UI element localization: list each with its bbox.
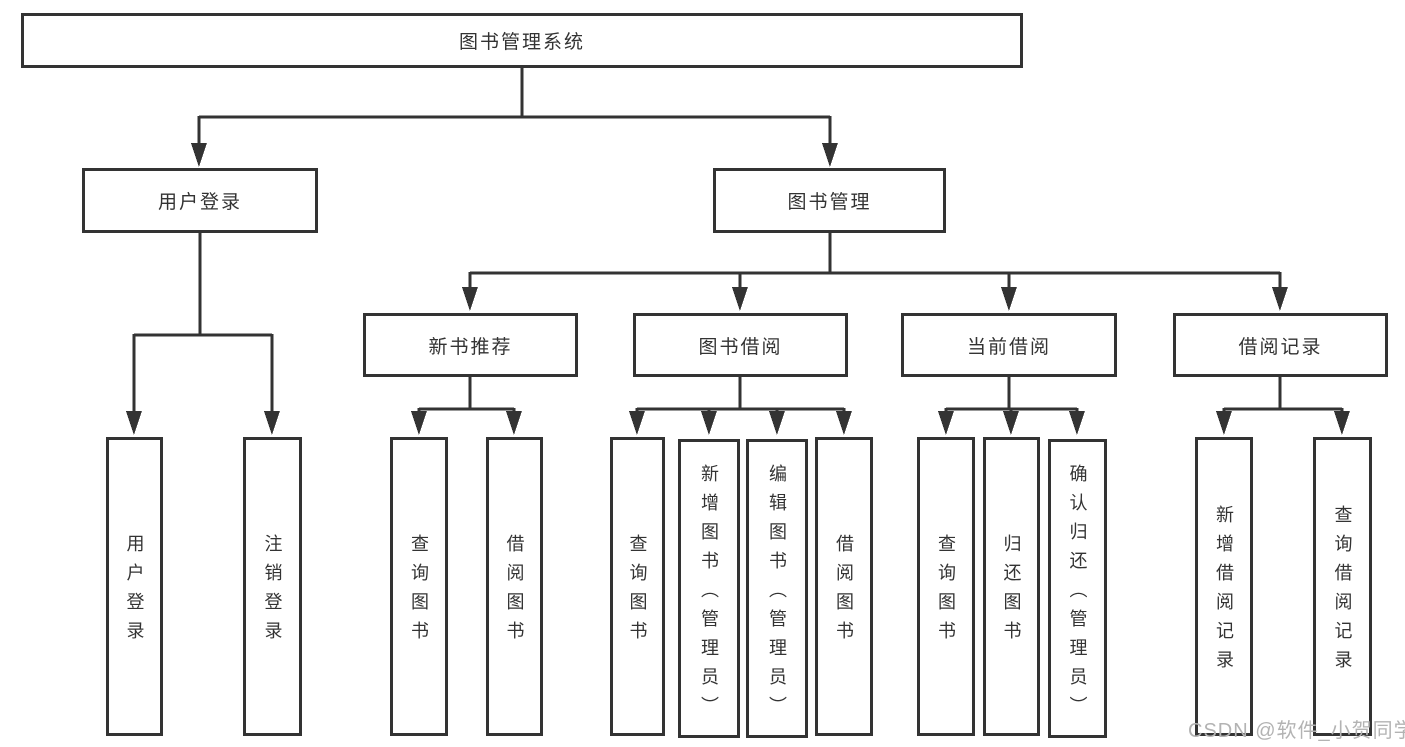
leaf-logout: 注销登录: [243, 437, 302, 736]
node-book-management: 图书管理: [713, 168, 946, 233]
leaf-edit-books-admin-label: 编辑图书（管理员）: [767, 463, 787, 725]
leaf-add-borrow-record: 新增借阅记录: [1195, 437, 1253, 736]
node-library-management-system: 图书管理系统: [21, 13, 1023, 68]
leaf-borrow-books-label: 借阅图书: [834, 534, 854, 650]
node-user-login: 用户登录: [82, 168, 318, 233]
leaf-logout-label: 注销登录: [262, 534, 283, 650]
leaf-user-login: 用户登录: [106, 437, 163, 736]
leaf-confirm-return-admin: 确认归还（管理员）: [1048, 439, 1107, 738]
leaf-borrow-books-recommend: 借阅图书: [486, 437, 543, 736]
leaf-query-books-borrow: 查询图书: [610, 437, 665, 736]
leaf-query-books-recommend-label: 查询图书: [409, 534, 429, 650]
leaf-query-books-borrow-label: 查询图书: [627, 534, 648, 650]
leaf-query-borrow-record: 查询借阅记录: [1313, 437, 1372, 736]
leaf-add-borrow-record-label: 新增借阅记录: [1214, 505, 1234, 679]
leaf-add-books-admin: 新增图书（管理员）: [678, 439, 740, 738]
node-new-book-recommend: 新书推荐: [363, 313, 578, 377]
leaf-return-books: 归还图书: [983, 437, 1040, 736]
leaf-query-books-recommend: 查询图书: [390, 437, 448, 736]
leaf-user-login-label: 用户登录: [124, 534, 145, 650]
leaf-add-books-admin-label: 新增图书（管理员）: [699, 463, 719, 725]
leaf-borrow-books: 借阅图书: [815, 437, 873, 736]
node-book-borrow: 图书借阅: [633, 313, 848, 377]
leaf-confirm-return-admin-label: 确认归还（管理员）: [1067, 463, 1088, 725]
node-borrow-records: 借阅记录: [1173, 313, 1388, 377]
leaf-return-books-label: 归还图书: [1001, 534, 1022, 650]
leaf-query-books-current: 查询图书: [917, 437, 975, 736]
node-current-borrow: 当前借阅: [901, 313, 1117, 377]
leaf-edit-books-admin: 编辑图书（管理员）: [746, 439, 808, 738]
csdn-watermark: CSDN @软件_小贺同学: [1188, 720, 1405, 742]
leaf-borrow-books-recommend-label: 借阅图书: [504, 534, 525, 650]
leaf-query-books-current-label: 查询图书: [936, 534, 956, 650]
leaf-query-borrow-record-label: 查询借阅记录: [1332, 505, 1353, 679]
